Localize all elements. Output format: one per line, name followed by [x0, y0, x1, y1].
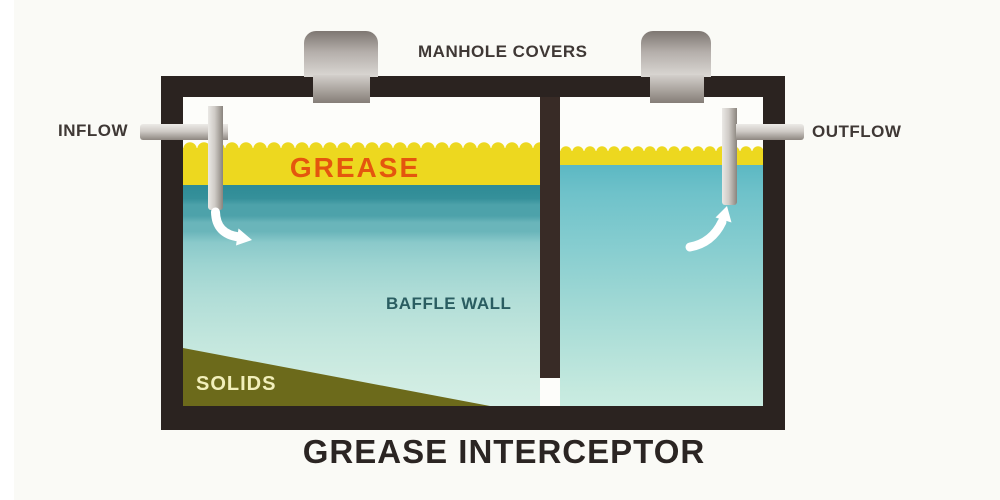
manhole-cover-right-neck	[650, 75, 704, 103]
baffle-wall-label: BAFFLE WALL	[386, 294, 512, 313]
outflow-label: OUTFLOW	[812, 122, 902, 141]
manhole-cover-left-cap	[304, 31, 378, 77]
inflow-pipe-vertical	[208, 106, 223, 210]
diagram-title: GREASE INTERCEPTOR	[302, 433, 706, 470]
baffle-wall	[540, 97, 560, 378]
grease-layer-wavy-edge-right	[560, 145, 763, 152]
grease-layer-right	[560, 151, 763, 165]
outflow-pipe-vertical	[722, 108, 737, 205]
inflow-pipe-horizontal	[140, 124, 228, 140]
left-margin-strip	[0, 0, 14, 500]
inflow-label: INFLOW	[58, 121, 129, 140]
grease-label: GREASE	[289, 152, 421, 183]
manhole-cover-left-neck	[313, 75, 370, 103]
grease-layer-left	[183, 148, 540, 186]
grease-layer-wavy-edge-left	[183, 141, 540, 149]
water-right-chamber	[560, 165, 763, 406]
solids-label: SOLIDS	[196, 373, 277, 395]
manhole-cover-right-cap	[641, 31, 711, 77]
manhole-covers-label: MANHOLE COVERS	[418, 42, 588, 61]
outflow-pipe-horizontal	[736, 124, 804, 140]
